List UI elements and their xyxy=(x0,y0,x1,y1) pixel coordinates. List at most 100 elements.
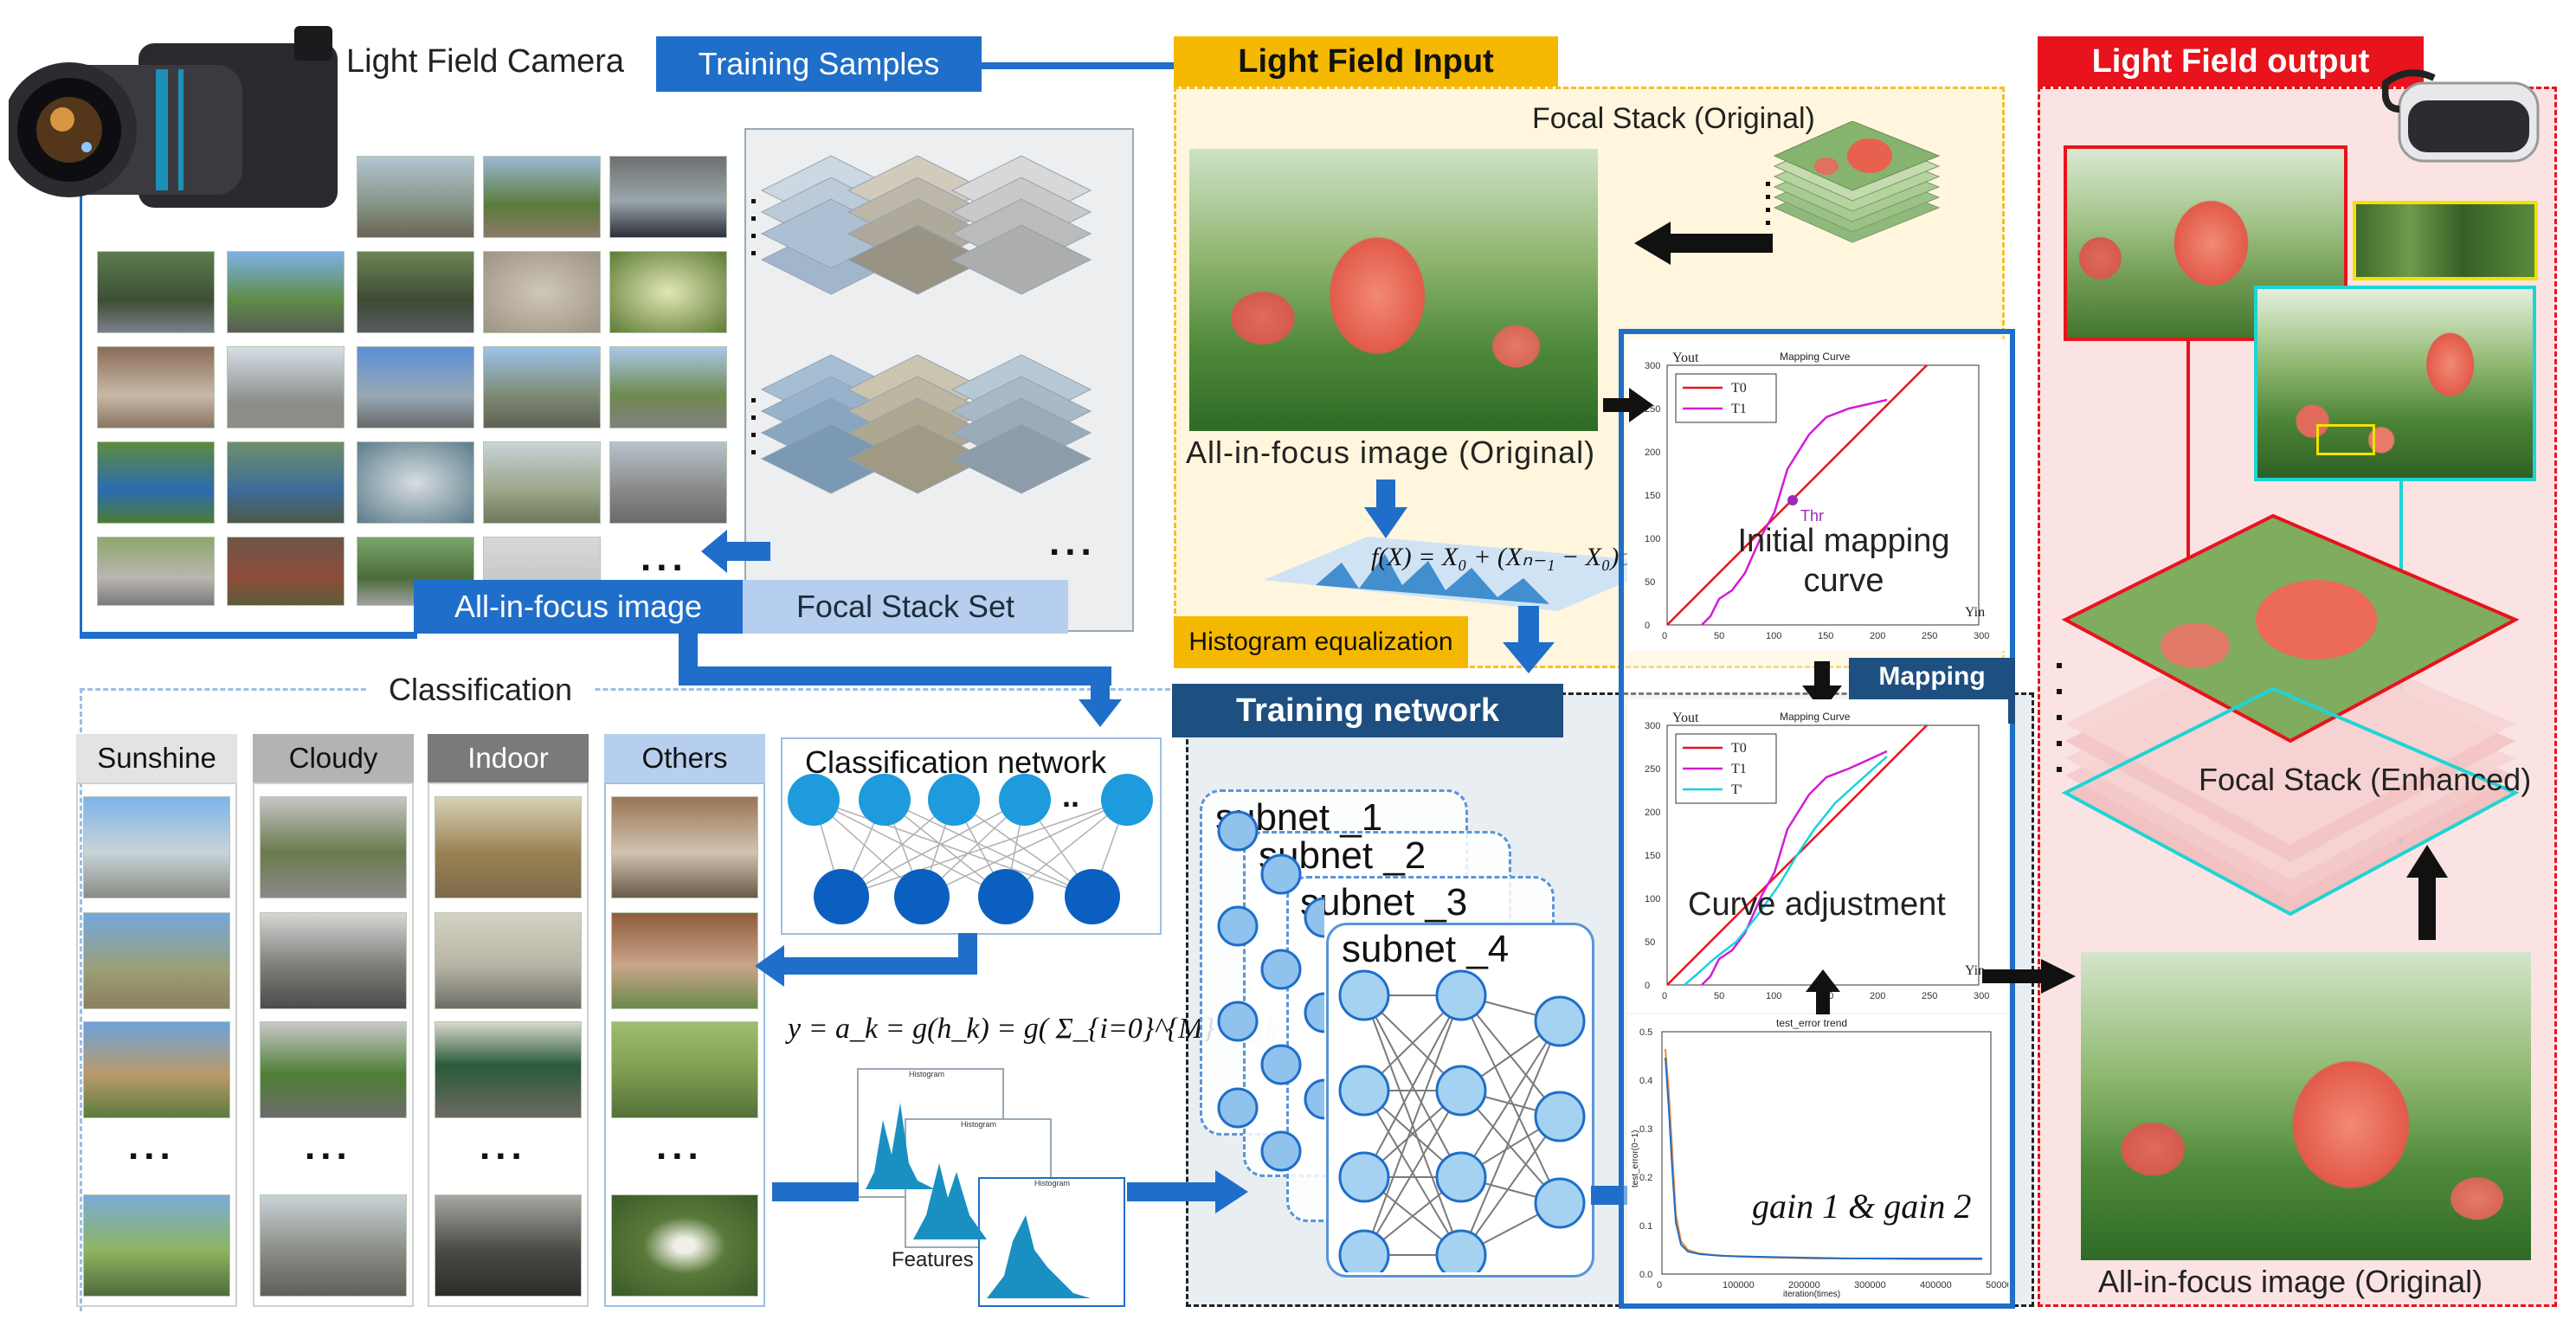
output-all-in-focus-image xyxy=(2081,952,2531,1260)
category-sunshine: Sunshine xyxy=(76,734,237,782)
thumbnail xyxy=(435,1021,582,1118)
x-tick-label: 0 xyxy=(1662,631,1667,641)
threshold-label: Thr xyxy=(1800,507,1824,525)
initial-mapping-caption-box: Initial mapping curve xyxy=(1731,521,1956,601)
category-ellipsis: ... xyxy=(480,1125,527,1168)
thumbnail xyxy=(483,156,601,238)
category-ellipsis: ... xyxy=(305,1125,352,1168)
focus-region-marker xyxy=(2316,424,2375,455)
y-tick-label: 300 xyxy=(1645,361,1660,371)
connector-line xyxy=(982,62,1177,69)
thumbnail xyxy=(260,796,407,898)
thumbnail xyxy=(97,346,215,428)
thumbnail xyxy=(260,1021,407,1118)
legend-t-prime: T' xyxy=(1731,782,1742,797)
loss-curve-blue xyxy=(1665,1057,1982,1259)
arrow-to-training xyxy=(772,1170,1248,1213)
chart-title: Mapping Curve xyxy=(1780,711,1851,723)
y-tick-label: 0.2 xyxy=(1639,1173,1652,1183)
thumbnail xyxy=(357,441,474,524)
legend-t0: T0 xyxy=(1731,381,1747,396)
thumbnail xyxy=(260,1194,407,1297)
series-t1-line xyxy=(1701,398,1888,626)
category-column xyxy=(604,782,765,1307)
y-tick-label: 200 xyxy=(1645,808,1660,818)
category-indoor: Indoor xyxy=(428,734,589,782)
arrow-to-classification xyxy=(679,632,1122,727)
thumbnail xyxy=(435,796,582,898)
thumbnail xyxy=(83,912,230,1009)
stack-ellipsis: ... xyxy=(1049,521,1097,563)
light-field-input-header: Light Field Input xyxy=(1174,36,1558,87)
svg-text:..: .. xyxy=(1062,778,1079,814)
arrow-up xyxy=(2406,845,2448,940)
histogram-graphic xyxy=(1264,537,1671,611)
arrow-up xyxy=(1806,969,1840,1018)
x-tick-label: 500000 xyxy=(1986,1280,2008,1291)
training-network-header: Training network xyxy=(1172,684,1563,737)
focal-stack-original-graphic xyxy=(1766,121,1941,243)
training-samples-badge: Training Samples xyxy=(656,36,982,92)
thumbnail xyxy=(227,251,345,333)
focal-stack-enhanced-graphic xyxy=(2057,513,2520,917)
category-others: Others xyxy=(604,734,765,782)
axis-label-yin: Yin xyxy=(1965,963,1985,978)
curve-adjustment-caption: Curve adjustment xyxy=(1688,886,1946,923)
thumbnail xyxy=(483,346,601,428)
loss-chart: test_error trend test_error(0~1) iterati… xyxy=(1627,1014,2008,1302)
thumbnail xyxy=(611,1021,758,1118)
all-in-focus-image-badge: All-in-focus image xyxy=(414,580,743,634)
x-tick-label: 200 xyxy=(1870,991,1885,1001)
thumbnail xyxy=(357,156,474,238)
y-tick-label: 200 xyxy=(1645,447,1660,458)
classification-title: Classification xyxy=(368,668,593,711)
thumbnail xyxy=(357,251,474,333)
x-tick-label: 100000 xyxy=(1723,1280,1755,1291)
mini-chart-title: Histogram xyxy=(961,1120,996,1129)
x-tick-label: 300 xyxy=(1974,631,1989,641)
legend-t1: T1 xyxy=(1731,762,1747,776)
subnet-side-nodes xyxy=(1217,810,1324,1172)
axis-label-yout: Yout xyxy=(1672,351,1699,365)
y-tick-label: 0.3 xyxy=(1639,1124,1652,1135)
he-formula: f(X) = X₀ + (Xₙ₋₁ − X₀)c(X) xyxy=(1371,543,1665,571)
thumbnail xyxy=(609,156,727,238)
x-tick-label: 200000 xyxy=(1788,1280,1820,1291)
x-tick-label: 0 xyxy=(1662,991,1667,1001)
histogram-equalization-badge: Histogram equalization xyxy=(1174,616,1468,668)
connector-red xyxy=(2186,341,2190,580)
all-in-focus-image xyxy=(1189,149,1598,431)
thumbnail xyxy=(227,441,345,524)
focal-stack-original-label: Focal Stack (Original) xyxy=(1532,102,1815,135)
x-tick-label: 300 xyxy=(1974,991,1989,1001)
subnet-4-network xyxy=(1338,969,1586,1272)
focal-stack-set-graphic xyxy=(751,155,1092,494)
axis-label-yin: Yin xyxy=(1965,605,1985,620)
x-tick-label: 200 xyxy=(1870,631,1885,641)
x-tick-label: 50 xyxy=(1714,991,1724,1001)
category-column xyxy=(428,782,589,1307)
x-tick-label: 250 xyxy=(1922,991,1937,1001)
legend-t1: T1 xyxy=(1731,402,1747,416)
curve-adjustment-chart: Mapping Curve Yout Yin 05010015020025030… xyxy=(1627,699,2008,1013)
focal-stack-enhanced-label: Focal Stack (Enhanced) xyxy=(2199,762,2532,797)
thumbnail xyxy=(611,796,758,898)
thumbnail xyxy=(260,912,407,1009)
category-ellipsis: ... xyxy=(656,1125,704,1168)
focal-stack-set-badge: Focal Stack Set xyxy=(743,580,1068,634)
legend-t0: T0 xyxy=(1731,741,1747,756)
x-tick-label: 150 xyxy=(1818,631,1833,641)
thumbnail xyxy=(483,251,601,333)
arrow-to-categories xyxy=(755,933,977,987)
series-t-prime-line xyxy=(1684,756,1888,986)
output-all-in-focus-label: All-in-focus image (Original) xyxy=(2098,1264,2483,1299)
y-tick-label: 150 xyxy=(1645,851,1660,861)
x-tick-label: 400000 xyxy=(1920,1280,1952,1291)
x-tick-label: 50 xyxy=(1714,631,1724,641)
x-tick-label: 300000 xyxy=(1854,1280,1886,1291)
subnet-label-3: subnet _3 xyxy=(1300,881,1468,924)
category-ellipsis: ... xyxy=(128,1125,176,1168)
y-tick-label: 0 xyxy=(1645,621,1650,631)
thumbnail xyxy=(83,796,230,898)
y-tick-label: 0.5 xyxy=(1639,1027,1652,1038)
